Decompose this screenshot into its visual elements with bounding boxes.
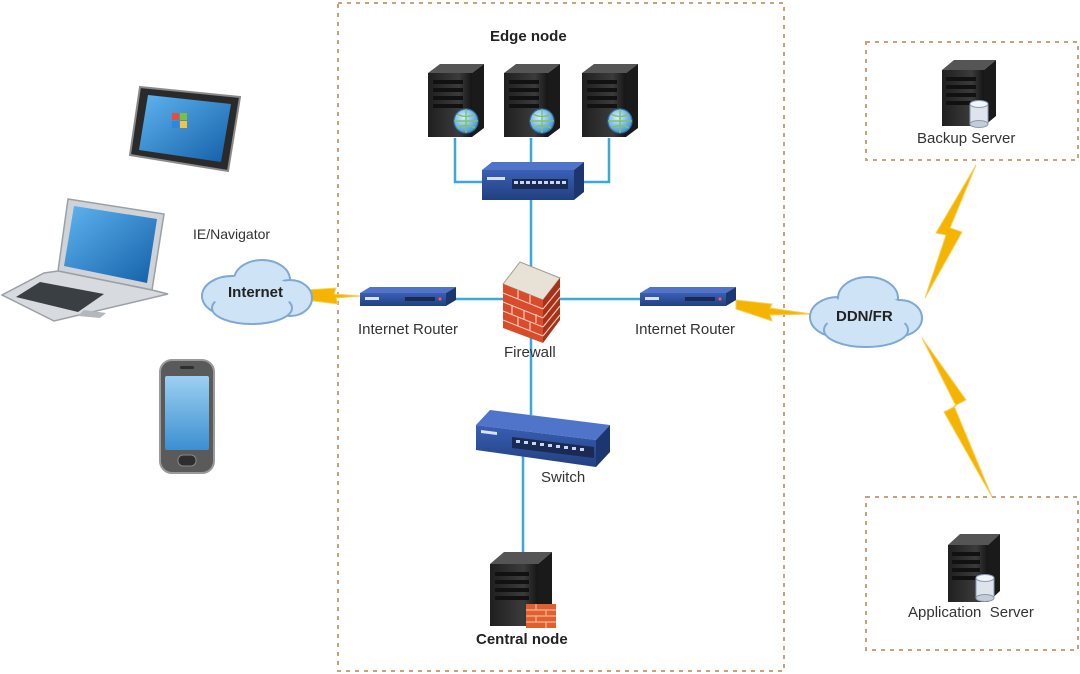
central-firewall-badge-icon [526,604,556,628]
tablet-icon [128,85,242,173]
backup-server-label: Backup Server [917,130,1016,147]
firewall-icon [502,261,561,343]
connector-server1-switch [453,138,484,184]
backup-server-boundary [865,41,1079,161]
smartphone-icon [159,359,215,474]
core-network-boundary [337,2,785,672]
central-node-label: Central node [476,631,568,648]
router-right-icon [640,287,736,306]
switch-label: Switch [541,469,586,486]
router-left-icon [360,287,456,306]
edge-node-label: Edge node [490,28,567,45]
database-icon [969,100,989,128]
application-server-boundary [865,496,1079,651]
firewall-label: Firewall [504,344,556,361]
connectors [453,138,640,555]
ddn-cloud-icon [809,276,923,348]
laptop-icon [0,198,169,322]
lightning-internet-router [305,287,363,305]
connector-server3-switch [580,138,611,184]
lightning-router-ddn [735,299,813,322]
lightning-ddn-application [921,337,993,498]
edge-switch-icon [482,162,584,200]
core-switch-icon [476,410,610,467]
ddn-fr-cloud-label: DDN/FR [836,308,893,325]
internet-cloud-label: Internet [228,284,284,301]
internet-router-right-label: Internet Router [635,321,736,338]
central-server-icon [490,552,556,628]
edge-server-3-icon [582,64,638,137]
wireless-links [305,164,993,498]
internet-router-left-label: Internet Router [358,321,459,338]
application-server-icon [948,534,1000,602]
lightning-ddn-backup [924,164,977,299]
internet-cloud-icon [201,259,313,325]
edge-server-1-icon [428,64,484,137]
application-server-label: Application Server [908,604,1034,621]
database-icon [975,574,995,602]
edge-server-2-icon [504,64,560,137]
ie-navigator-label: IE/Navigator [193,226,271,242]
backup-server-icon [942,60,996,128]
